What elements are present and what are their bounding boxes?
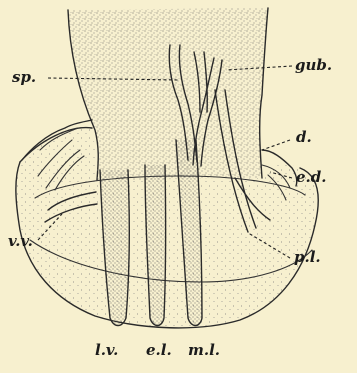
label-d: d. — [296, 128, 312, 146]
label-lv: l.v. — [95, 341, 118, 359]
label-gub: gub. — [295, 56, 332, 74]
label-ml: m.l. — [188, 341, 220, 359]
label-el: e.l. — [146, 341, 172, 359]
label-sp: sp. — [12, 68, 36, 86]
tail-trunk — [68, 8, 268, 180]
label-pl: p.l. — [294, 248, 321, 266]
label-ed: e.d. — [296, 168, 326, 186]
label-vv: v.v. — [8, 232, 33, 250]
